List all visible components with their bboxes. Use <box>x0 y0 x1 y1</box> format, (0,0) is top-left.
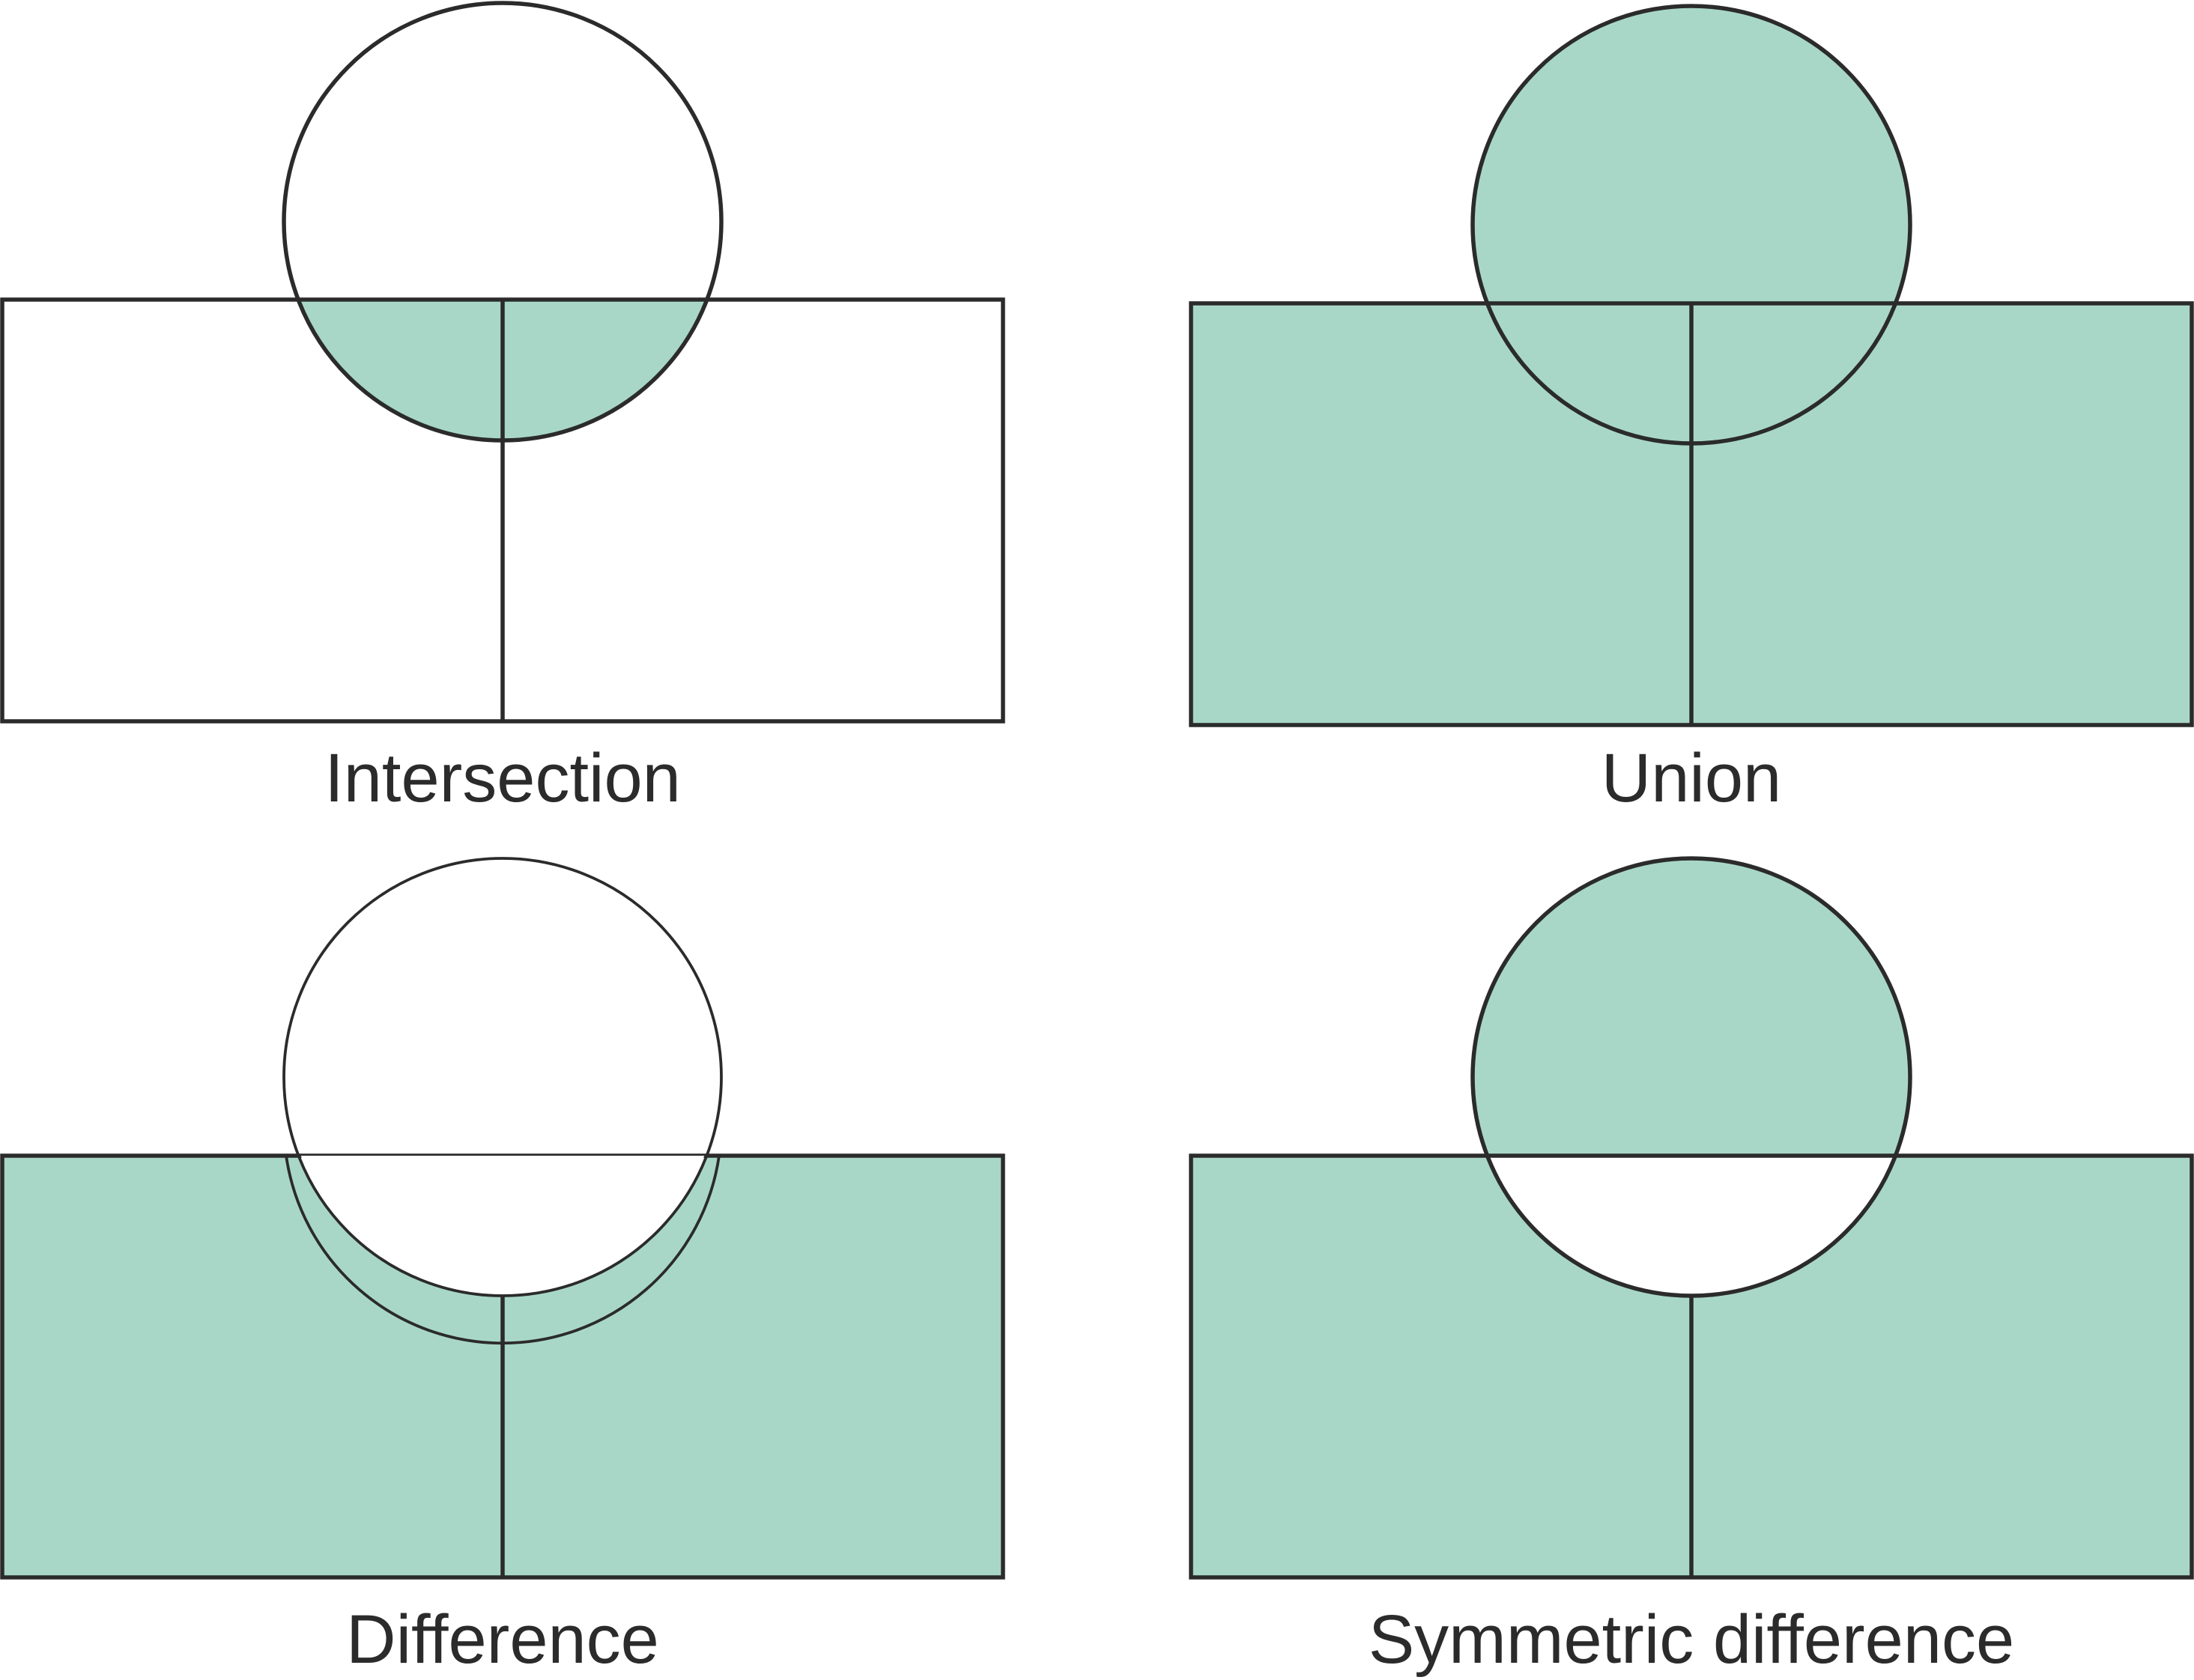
panel-label-symmetric-difference: Symmetric difference <box>1369 1601 2014 1678</box>
panel-label-union: Union <box>1601 740 1781 816</box>
panel-label-intersection: Intersection <box>324 740 681 816</box>
panel-intersection: Intersection <box>0 1 1005 816</box>
panel-label-difference: Difference <box>346 1601 659 1678</box>
shaded-circle <box>1473 6 1910 443</box>
circle-interior-cover <box>300 1156 705 1294</box>
panel-difference: Difference <box>0 857 1005 1678</box>
panel-union: Union <box>1189 4 2194 816</box>
overlap-cutout <box>1487 1156 1896 1296</box>
panel-symmetric-difference: Symmetric difference <box>1189 856 2194 1678</box>
